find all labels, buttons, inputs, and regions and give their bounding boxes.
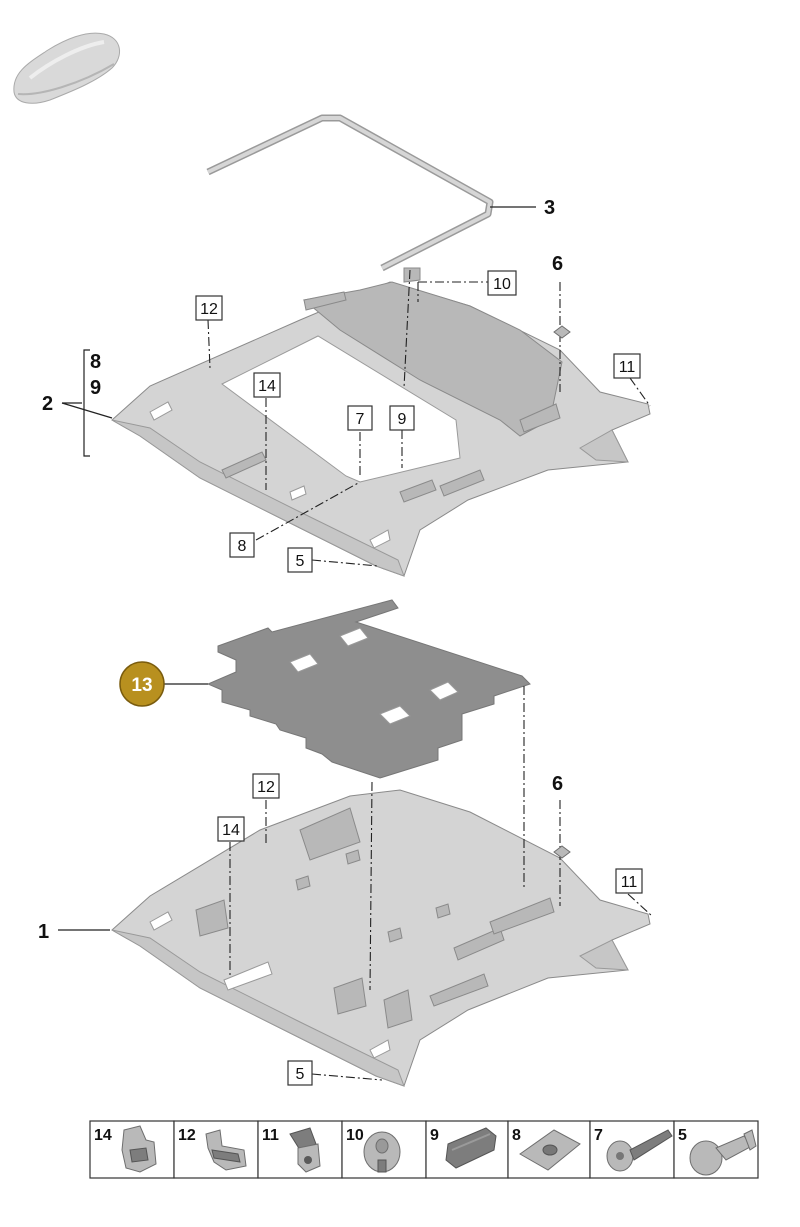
callout-6-top: 6 bbox=[552, 253, 563, 275]
bold-callouts: 3 6 8 9 2 6 1 bbox=[38, 197, 563, 943]
car-thumbnail-icon bbox=[13, 32, 120, 104]
strip-number-8: 8 bbox=[512, 1127, 521, 1144]
sunroof-seal bbox=[206, 114, 494, 272]
callout-13-badge: 13 bbox=[119, 661, 165, 707]
box-10: 10 bbox=[493, 276, 511, 293]
strip-number-14: 14 bbox=[94, 1127, 112, 1144]
boxed-callouts: 12 10 11 14 7 9 8 5 12 14 11 5 bbox=[195, 270, 643, 1086]
strip-number-12: 12 bbox=[178, 1127, 196, 1144]
box-8: 8 bbox=[238, 538, 247, 555]
clip-markers bbox=[553, 325, 571, 859]
parts-strip: 14 12 11 10 9 8 7 5 bbox=[89, 1120, 759, 1179]
callout-1: 1 bbox=[38, 921, 49, 943]
callout-6-bottom: 6 bbox=[552, 773, 563, 795]
strip-number-5: 5 bbox=[678, 1127, 687, 1144]
box-14-bottom: 14 bbox=[222, 822, 240, 839]
holder-clip-icon bbox=[289, 1127, 321, 1173]
strip-number-10: 10 bbox=[346, 1127, 364, 1144]
strip-number-9: 9 bbox=[430, 1127, 439, 1144]
leader-lines bbox=[58, 206, 536, 931]
box-11-top: 11 bbox=[619, 359, 636, 376]
box-7: 7 bbox=[356, 411, 365, 428]
bracket-clip-icon bbox=[121, 1125, 157, 1173]
callout-13: 13 bbox=[131, 675, 152, 696]
strip-number-11: 11 bbox=[262, 1127, 279, 1144]
headliner-base bbox=[111, 789, 651, 1087]
speed-nut-icon bbox=[519, 1129, 581, 1171]
expanding-rivet-icon bbox=[689, 1129, 757, 1176]
box-12-bottom: 12 bbox=[257, 779, 275, 796]
box-9: 9 bbox=[398, 411, 407, 428]
headliner-with-sunroof bbox=[111, 267, 651, 577]
box-12-top: 12 bbox=[200, 301, 218, 318]
insulation-mat bbox=[206, 599, 531, 779]
box-11-bottom: 11 bbox=[621, 874, 638, 891]
retainer-clip-icon bbox=[445, 1127, 497, 1169]
callout-2: 2 bbox=[42, 393, 53, 415]
callout-8: 8 bbox=[90, 351, 101, 373]
metal-clip-icon bbox=[205, 1129, 247, 1171]
screw-icon bbox=[606, 1129, 673, 1172]
callout-3: 3 bbox=[544, 197, 555, 219]
box-14-top: 14 bbox=[258, 378, 276, 395]
callout-9: 9 bbox=[90, 377, 101, 399]
box-5-top: 5 bbox=[296, 553, 305, 570]
box-5-bottom: 5 bbox=[296, 1066, 305, 1083]
push-nut-icon bbox=[363, 1131, 401, 1173]
strip-number-7: 7 bbox=[594, 1127, 603, 1144]
